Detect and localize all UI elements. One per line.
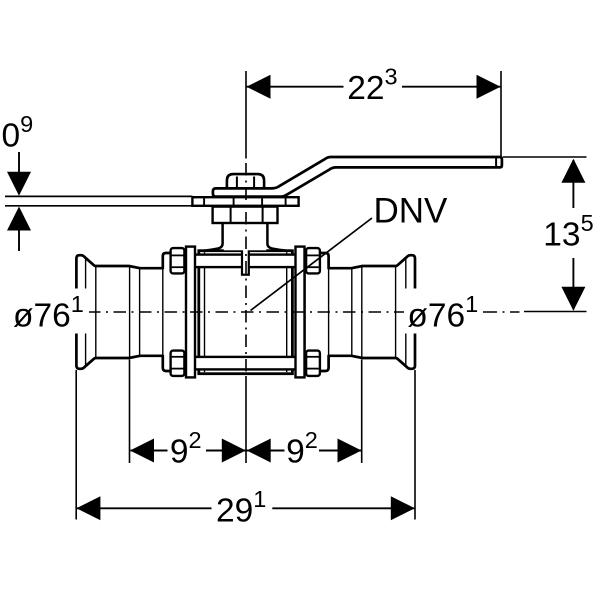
svg-text:291: 291 [216, 486, 266, 530]
svg-text:DNV: DNV [374, 191, 449, 230]
